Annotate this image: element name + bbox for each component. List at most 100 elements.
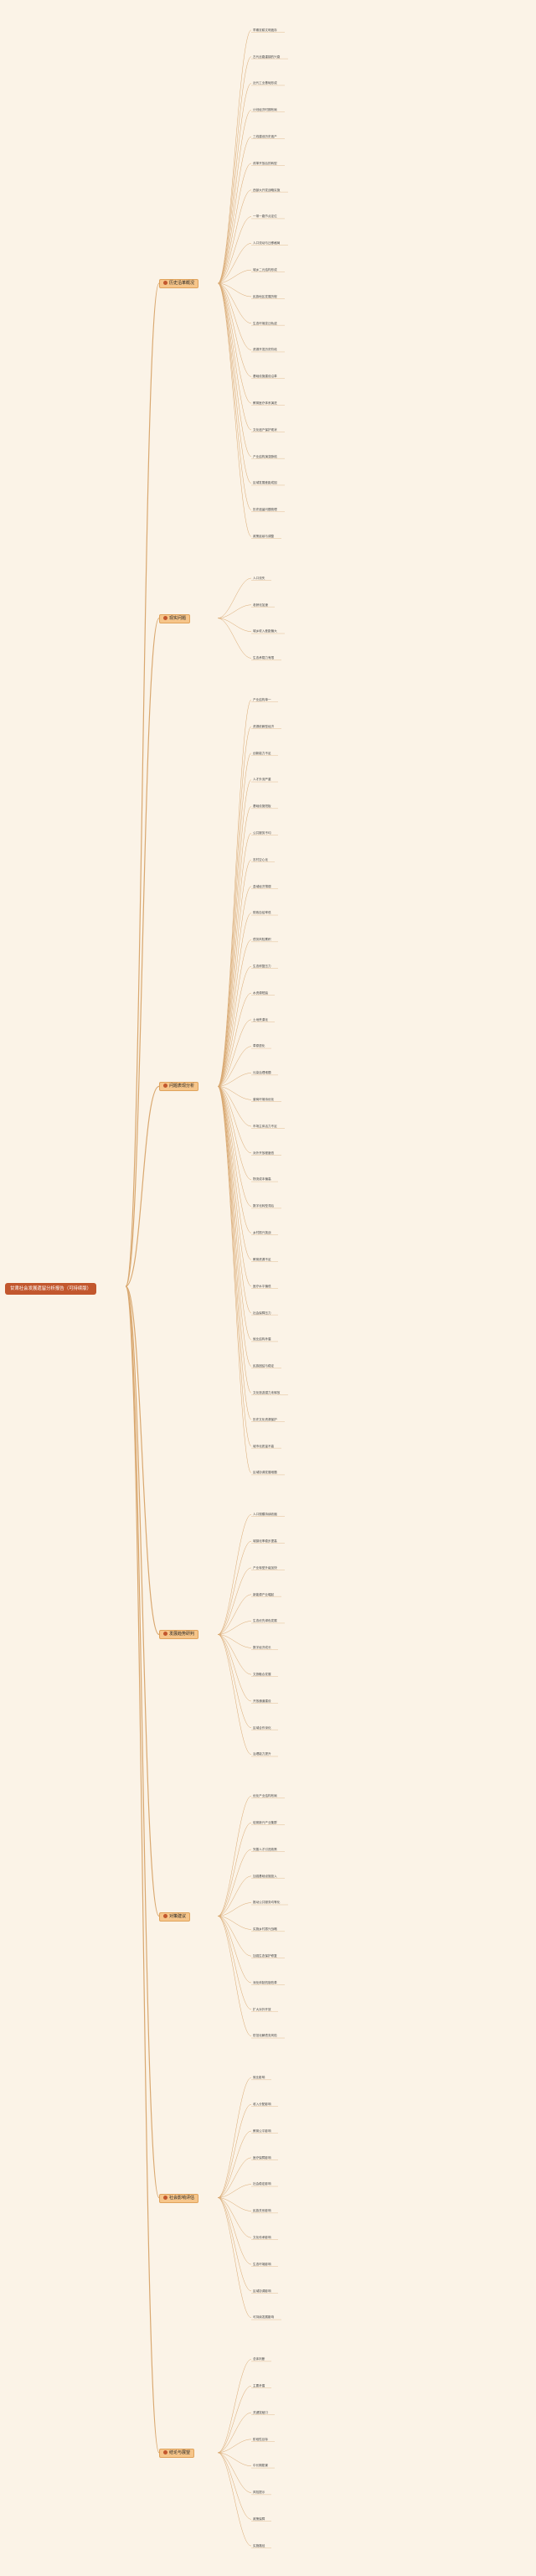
leaf-item[interactable]: 基础设施短板: [253, 804, 271, 809]
branch-node[interactable]: 历史沿革概况: [159, 279, 199, 289]
leaf-item[interactable]: 培育新兴产业集群: [253, 1820, 277, 1824]
leaf-item[interactable]: 产业结构演变脉络: [253, 454, 277, 458]
leaf-item[interactable]: 区域发展差距成因: [253, 481, 277, 485]
leaf-item[interactable]: 关键突破口: [253, 2410, 268, 2414]
leaf-item[interactable]: 历史遗留问题梳理: [253, 508, 277, 512]
leaf-item[interactable]: 政策保障: [253, 2517, 265, 2522]
leaf-item[interactable]: 土地荒漠化: [253, 1017, 268, 1022]
leaf-item[interactable]: 加强生态保护修复: [253, 1954, 277, 1958]
leaf-item[interactable]: 民族地区发展历程: [253, 294, 277, 298]
leaf-item[interactable]: 主要矛盾: [253, 2384, 265, 2388]
leaf-item[interactable]: 医疗保障影响: [253, 2155, 271, 2160]
leaf-item[interactable]: 人口规模持续收缩: [253, 1513, 277, 1517]
leaf-item[interactable]: 草原退化: [253, 1044, 265, 1048]
leaf-item[interactable]: 生态优先绿色发展: [253, 1619, 277, 1623]
leaf-item[interactable]: 政策延续与调整: [253, 534, 275, 538]
leaf-item[interactable]: 教育资源不足: [253, 1257, 271, 1261]
leaf-item[interactable]: 实施乡村振兴战略: [253, 1927, 277, 1932]
leaf-item[interactable]: 县域经济薄弱: [253, 884, 271, 888]
leaf-item[interactable]: 城镇化率稳步提高: [253, 1539, 277, 1543]
leaf-item[interactable]: 早期农耕文明遗存: [253, 28, 277, 32]
root-topic[interactable]: 甘肃社会发展遗留分析报告（可持续版）: [5, 1283, 97, 1295]
leaf-item[interactable]: 人才外流严重: [253, 778, 271, 782]
leaf-item[interactable]: 社会保障压力: [253, 1311, 271, 1315]
leaf-item[interactable]: 推动公共服务均等化: [253, 1901, 281, 1905]
leaf-item[interactable]: 中长期愿景: [253, 2464, 268, 2468]
leaf-item[interactable]: 总体判断: [253, 2357, 265, 2361]
leaf-item[interactable]: 资源开发历史阶段: [253, 348, 277, 352]
leaf-item[interactable]: 可持续发展影响: [253, 2315, 275, 2320]
leaf-item[interactable]: 区域合作深化: [253, 1725, 271, 1730]
leaf-item[interactable]: 三线建设历史遗产: [253, 134, 277, 138]
leaf-item[interactable]: 文旅融合发展: [253, 1672, 271, 1676]
leaf-item[interactable]: 实施路径: [253, 2543, 265, 2548]
leaf-item[interactable]: 物流成本偏高: [253, 1177, 271, 1182]
leaf-item[interactable]: 开放通道建设: [253, 1699, 271, 1703]
leaf-item[interactable]: 资源依赖型经济: [253, 724, 275, 728]
leaf-item[interactable]: 债务风险累积: [253, 938, 271, 942]
leaf-item[interactable]: 治理能力提升: [253, 1752, 271, 1756]
leaf-item[interactable]: 创新能力不足: [253, 751, 271, 755]
leaf-item[interactable]: 城市化质量不高: [253, 1444, 275, 1448]
leaf-item[interactable]: 城乡收入差距偏大: [253, 629, 277, 634]
leaf-item[interactable]: 污染治理难题: [253, 1071, 271, 1075]
leaf-item[interactable]: 西部大开发战略实施: [253, 188, 281, 192]
leaf-item[interactable]: 加强基础设施投入: [253, 1874, 277, 1878]
leaf-item[interactable]: 一带一路节点定位: [253, 215, 277, 219]
branch-node[interactable]: 对策建议: [159, 1911, 191, 1922]
leaf-item[interactable]: 扩大对外开放: [253, 2007, 271, 2011]
leaf-item[interactable]: 区域协调发展难题: [253, 1471, 277, 1475]
branch-node[interactable]: 社会影响评估: [159, 2193, 199, 2203]
leaf-item[interactable]: 收入分配影响: [253, 2103, 271, 2107]
leaf-item[interactable]: 人口流失: [253, 576, 265, 580]
leaf-item[interactable]: 基础设施建设沿革: [253, 375, 277, 379]
leaf-item[interactable]: 营商环境待优化: [253, 1098, 275, 1102]
leaf-item[interactable]: 区域协调影响: [253, 2289, 271, 2293]
leaf-item[interactable]: 社会稳定影响: [253, 2182, 271, 2186]
leaf-item[interactable]: 数字化转型滞后: [253, 1204, 275, 1208]
leaf-item[interactable]: 计划经济时期布局: [253, 108, 277, 112]
leaf-item[interactable]: 生态修复压力: [253, 965, 271, 969]
branch-node[interactable]: 结论与展望: [159, 2448, 195, 2458]
leaf-item[interactable]: 财政自给率低: [253, 911, 271, 915]
leaf-item[interactable]: 市场主体活力不足: [253, 1124, 277, 1128]
leaf-item[interactable]: 生态环境变迁轨迹: [253, 321, 277, 325]
leaf-item[interactable]: 农村空心化: [253, 857, 268, 861]
leaf-item[interactable]: 产业转型升级加快: [253, 1565, 277, 1570]
leaf-item[interactable]: 就业结构矛盾: [253, 1337, 271, 1342]
leaf-item[interactable]: 乡村振兴挑战: [253, 1231, 271, 1235]
leaf-item[interactable]: 防范化解债务风险: [253, 2034, 277, 2038]
leaf-item[interactable]: 改革开放后的转型: [253, 161, 277, 165]
leaf-item[interactable]: 医疗水平偏低: [253, 1284, 271, 1288]
leaf-item[interactable]: 老龄化加速: [253, 603, 268, 607]
leaf-item[interactable]: 公共服务不均: [253, 831, 271, 835]
leaf-item[interactable]: 古代丝路重镇的兴衰: [253, 54, 281, 59]
leaf-item[interactable]: 新能源产业崛起: [253, 1592, 275, 1596]
leaf-item[interactable]: 就业影响: [253, 2076, 265, 2080]
leaf-item[interactable]: 阶段性目标: [253, 2437, 268, 2441]
branch-node[interactable]: 发展趋势研判: [159, 1630, 199, 1640]
leaf-item[interactable]: 水资源短缺: [253, 991, 268, 995]
leaf-item[interactable]: 产业结构单一: [253, 698, 271, 701]
branch-node[interactable]: 问题表现分析: [159, 1082, 199, 1092]
leaf-item[interactable]: 数字经济成长: [253, 1646, 271, 1650]
leaf-item[interactable]: 教育医疗体系演进: [253, 401, 277, 405]
leaf-item[interactable]: 生态承载力有限: [253, 656, 275, 660]
leaf-item[interactable]: 城乡二元结构形成: [253, 267, 277, 272]
branch-node[interactable]: 现实问题: [159, 613, 191, 623]
leaf-item[interactable]: 对外开放程度低: [253, 1151, 275, 1155]
leaf-item[interactable]: 文化旅游潜力未释放: [253, 1390, 281, 1394]
leaf-item[interactable]: 近代工业基础形成: [253, 81, 277, 85]
leaf-item[interactable]: 文化遗产保护现状: [253, 427, 277, 432]
leaf-item[interactable]: 完善人才引进政策: [253, 1847, 277, 1851]
leaf-item[interactable]: 生态环境影响: [253, 2262, 271, 2266]
leaf-item[interactable]: 深化体制机制改革: [253, 1980, 277, 1984]
leaf-item[interactable]: 人口流动与迁移格局: [253, 241, 281, 246]
leaf-item[interactable]: 历史文化资源保护: [253, 1417, 277, 1421]
leaf-item[interactable]: 民族团结与稳定: [253, 1364, 275, 1368]
leaf-item[interactable]: 优化产业结构布局: [253, 1794, 277, 1798]
leaf-item[interactable]: 教育公平影响: [253, 2129, 271, 2133]
leaf-item[interactable]: 民族关系影响: [253, 2209, 271, 2213]
leaf-item[interactable]: 文化传承影响: [253, 2236, 271, 2240]
leaf-item[interactable]: 风险提示: [253, 2491, 265, 2495]
